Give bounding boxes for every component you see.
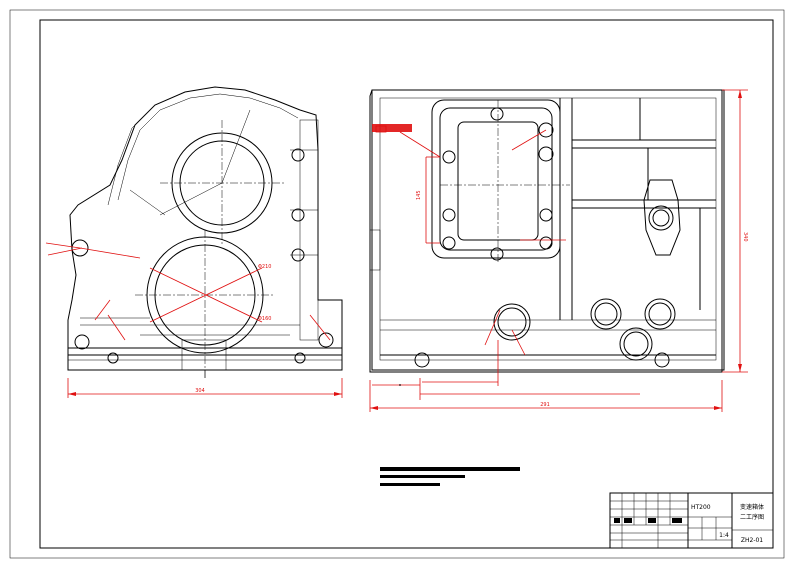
side-view: 291 340 145 [369,89,748,412]
side-width-dimension: 291 [540,402,550,408]
drawing-name-line1: 变速箱体 [740,503,764,511]
bore-small-dimension: Φ160 [258,316,271,322]
scale-value: 1:4 [719,532,729,539]
technical-notes [380,467,520,486]
side-height-dimension: 340 [742,232,748,242]
bore-large-dimension: Φ210 [258,264,271,270]
front-width-dimension: 304 [195,388,205,394]
material-label: HT200 [691,504,711,511]
inner-border [39,19,774,549]
front-view: 304 Φ210 Φ160 [45,86,343,398]
drawing-name-line2: 二工序图 [740,513,764,521]
outer-border [9,9,785,559]
title-block: HT200 变速箱体 二工序图 ZH2-01 1:4 [609,492,774,549]
window-height-dimension: 145 [416,190,422,200]
drawing-number: ZH2-01 [741,537,763,544]
